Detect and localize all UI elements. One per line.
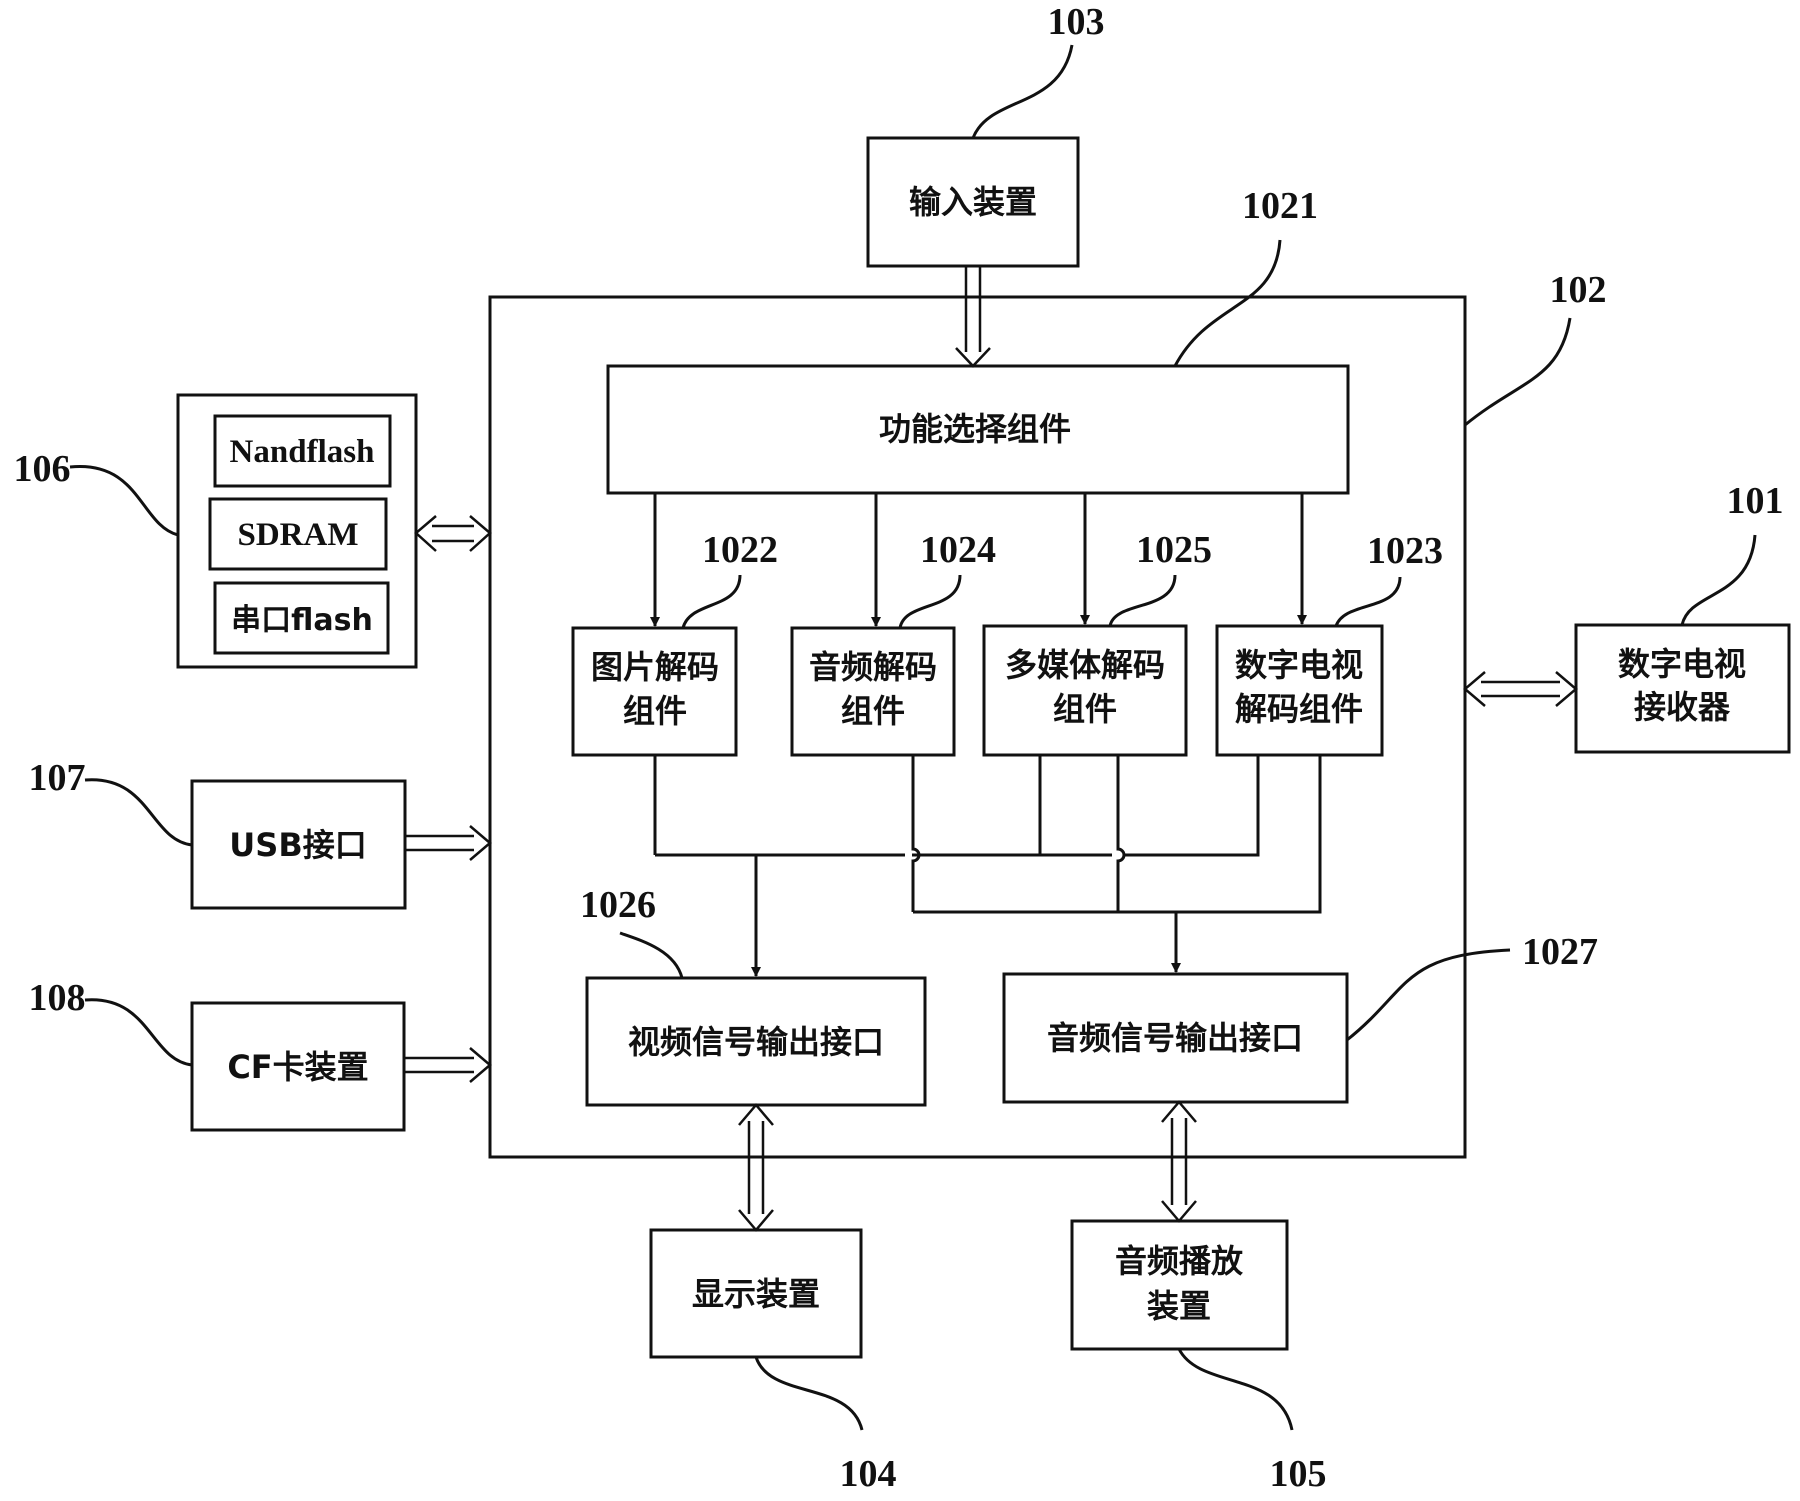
dtv-receiver-block: 数字电视 接收器 [1574,623,1791,754]
function-to-decoders-arrows [650,493,1307,627]
nandflash-label: Nandflash [230,434,375,470]
input-device-label: 输入装置 [909,183,1037,221]
image-decode-line1: 图片解码 [591,648,719,686]
audio-bus [911,755,1322,973]
display-label: 显示装置 [692,1275,820,1313]
ref-1026: 1026 [580,884,656,926]
ref-105: 105 [1270,1453,1327,1495]
display-block: 显示装置 [649,1228,863,1359]
multimedia-decode-line2: 组件 [1053,690,1117,728]
memory-bidirectional-arrow [414,515,492,552]
audio-player-arrow [1161,1100,1197,1223]
dtv-decode-line2: 解码组件 [1235,690,1363,728]
serial-flash-label: 串口flash [231,603,373,638]
video-out-block: 视频信号输出接口 [585,976,927,1107]
dtv-decode-block: 数字电视 解码组件 [1215,624,1384,757]
cf-card-label: CF卡装置 [227,1048,368,1086]
function-select-block: 功能选择组件 [606,364,1350,495]
audio-decode-line2: 组件 [841,692,905,730]
ref-1023: 1023 [1367,530,1443,572]
audio-out-label: 音频信号输出接口 [1047,1019,1303,1057]
image-decode-block: 图片解码 组件 [571,626,738,757]
function-select-label: 功能选择组件 [879,410,1071,448]
audio-player-line1: 音频播放 [1115,1242,1244,1280]
memory-group-block: Nandflash SDRAM 串口flash [176,393,418,669]
dtv-decode-line1: 数字电视 [1235,646,1363,684]
ref-104: 104 [840,1453,897,1495]
ref-1024: 1024 [920,529,996,571]
audio-out-block: 音频信号输出接口 [1002,972,1349,1104]
reference-numerals: 103 1021 102 106 101 1022 1024 1025 1023… [14,1,1784,1495]
usb-label: USB接口 [229,826,366,864]
video-out-label: 视频信号输出接口 [628,1023,884,1061]
ref-101: 101 [1727,480,1784,522]
audio-player-line2: 装置 [1147,1287,1211,1325]
ref-1022: 1022 [702,529,778,571]
image-decode-line2: 组件 [623,692,687,730]
audio-player-block: 音频播放 装置 [1070,1219,1289,1351]
cf-card-block: CF卡装置 [190,1001,406,1132]
ref-1025: 1025 [1136,529,1212,571]
video-display-arrow [738,1103,774,1232]
ref-108: 108 [29,977,86,1019]
multimedia-decode-line1: 多媒体解码 [1005,646,1165,684]
ref-1021: 1021 [1242,185,1318,227]
ref-102: 102 [1550,269,1607,311]
leader-lines [69,44,1757,1431]
receiver-bidirectional-arrow [1463,671,1578,707]
ref-103: 103 [1048,1,1105,43]
sdram-label: SDRAM [238,517,359,553]
input-to-function-arrow [955,266,991,368]
ref-107: 107 [29,757,86,799]
video-bus [653,755,1260,977]
input-device-block: 输入装置 [866,136,1080,268]
multimedia-decode-block: 多媒体解码 组件 [982,624,1188,757]
audio-decode-line1: 音频解码 [809,648,937,686]
ref-106: 106 [14,448,71,490]
cf-arrow [404,1047,492,1083]
usb-arrow [405,825,492,861]
audio-decode-block: 音频解码 组件 [790,626,956,757]
dtv-receiver-line2: 接收器 [1634,688,1731,726]
ref-1027: 1027 [1522,931,1598,973]
dtv-receiver-line1: 数字电视 [1618,645,1746,683]
usb-block: USB接口 [190,779,407,910]
